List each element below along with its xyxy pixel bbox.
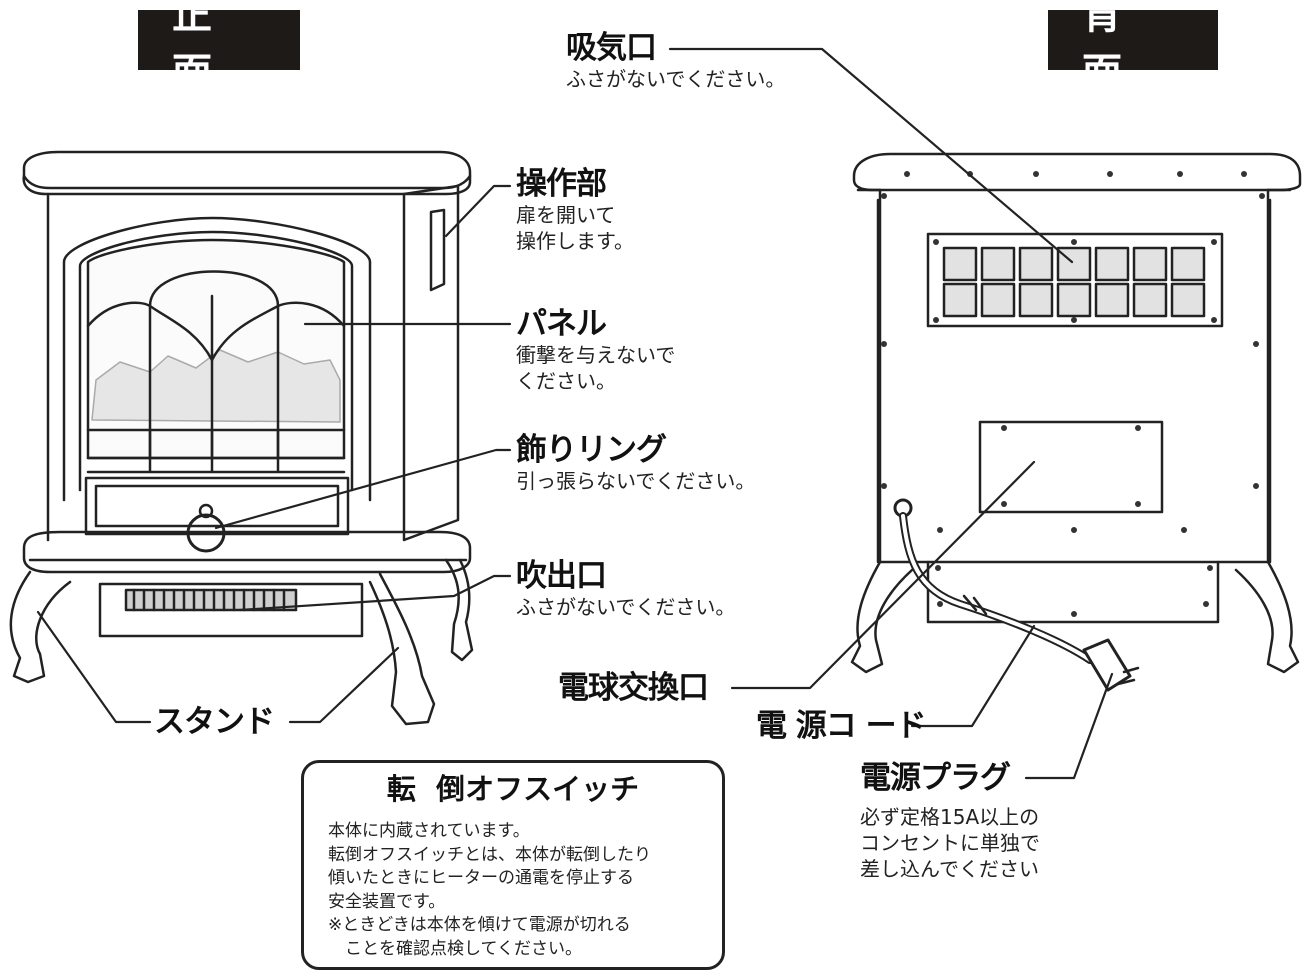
cord-label: 電 源コ ード (756, 708, 927, 744)
leader-plug (1024, 672, 1114, 780)
bulb-label: 電球交換口 (558, 670, 709, 706)
ring-label: 飾りリング 引っ張らないでください。 (516, 432, 755, 494)
panel-label: パネル 衝撃を与えないで ください。 (516, 306, 675, 394)
bulb-title: 電球交換口 (558, 670, 709, 706)
heat-outlet (98, 582, 364, 638)
cord-title: 電 源コ ード (756, 708, 927, 744)
door-inner (78, 230, 354, 492)
front-heater-illustration (9, 150, 474, 726)
intake-grille (942, 246, 1206, 318)
front-leg-front (368, 572, 436, 726)
intake-label: 吸気口 ふさがないでください。 (566, 30, 785, 92)
intake-plate (926, 232, 1224, 328)
control-label: 操作部 扉を開いて 操作します。 (516, 166, 634, 254)
log-grid (86, 428, 346, 474)
front-lid-edge (22, 174, 472, 190)
window-arch (148, 270, 280, 308)
stand-label: スタンド (154, 704, 275, 740)
panel-desc: 衝撃を与えないで ください。 (516, 343, 676, 393)
leader-stand-right (288, 646, 400, 724)
back-heater-illustration (850, 152, 1302, 692)
plug-title: 電源プラグ (860, 760, 1011, 796)
notice-title: 転 倒オフスイッチ (386, 772, 640, 806)
stand-title: スタンド (154, 704, 275, 740)
ring-desc: 引っ張らないでください。 (516, 469, 756, 493)
leader-lines (36, 47, 1114, 780)
intake-title: 吸気口 (566, 30, 657, 66)
back-body (878, 188, 1270, 564)
outlet-desc: ふさがないでください。 (516, 595, 736, 619)
back-leg-left (850, 560, 914, 674)
front-leg-back (444, 558, 474, 662)
plug-desc: 必ず定格15A以上の コンセントに単独で 差し込んでください (860, 805, 1040, 881)
leader-outlet (238, 574, 512, 612)
front-leg-left (9, 570, 72, 684)
leader-stand-left (36, 610, 152, 724)
panel-title: パネル (516, 306, 607, 342)
ring-title: 飾りリング (516, 432, 667, 468)
power-plug (1082, 638, 1132, 692)
tip-over-switch-notice: 転 倒オフスイッチ 本体に内蔵されています。 転倒オフスイッチとは、本体が転倒し… (301, 760, 725, 970)
front-lid (22, 150, 472, 196)
notice-body: 本体に内蔵されています。 転倒オフスイッチとは、本体が転倒したり 傾いたときにヒ… (328, 821, 651, 959)
back-lid (852, 152, 1302, 192)
control-title: 操作部 (516, 166, 607, 202)
plug-label: 電源プラグ 必ず定格15A以上の コンセントに単独で 差し込んでください (860, 760, 1040, 882)
intake-desc: ふさがないでください。 (566, 67, 786, 91)
leader-control (444, 184, 512, 238)
bulb-access-panel (978, 420, 1164, 514)
back-leg-right (1234, 560, 1300, 674)
front-body (46, 184, 460, 542)
leader-intake (668, 47, 1074, 264)
control-panel (429, 208, 446, 292)
outlet-label: 吹出口 ふさがないでください。 (516, 558, 735, 620)
leader-bulb (730, 460, 1036, 690)
leader-ring (214, 448, 512, 530)
leader-cord (910, 624, 1036, 728)
front-base (22, 530, 472, 574)
back-screws (881, 171, 1265, 617)
door-bottom-rail (84, 476, 350, 536)
door-frame (62, 216, 372, 502)
control-desc: 扉を開いて 操作します。 (516, 203, 634, 253)
outlet-title: 吹出口 (516, 558, 607, 594)
